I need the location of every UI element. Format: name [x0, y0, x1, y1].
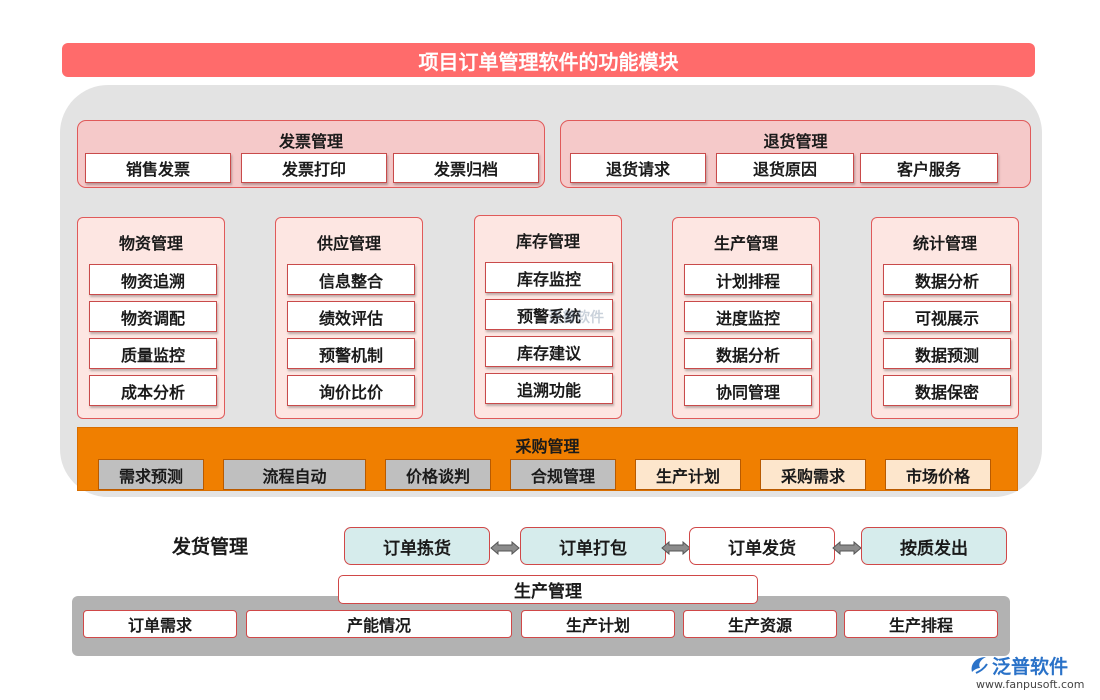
column-item: 库存建议: [485, 336, 613, 367]
statistics-management-column: 统计管理 数据分析 可视展示 数据预测 数据保密: [871, 217, 1019, 419]
column-title: 物资管理: [118, 234, 183, 253]
column-title: 库存管理: [515, 232, 580, 251]
logo-url: www.fanpusoft.com: [976, 678, 1085, 691]
purchase-item: 流程自动: [223, 459, 366, 490]
brand-logo: 泛普软件 www.fanpusoft.com: [966, 652, 1096, 694]
band-title: 采购管理: [515, 437, 580, 456]
purchase-management-band: 采购管理 需求预测 流程自动 价格谈判 合规管理 生产计划 采购需求 市场价格: [77, 427, 1018, 491]
page-title: 项目订单管理软件的功能模块: [62, 43, 1035, 77]
production-item: 生产排程: [844, 610, 998, 638]
double-arrow-icon: [832, 541, 862, 555]
column-item: 进度监控: [684, 301, 812, 332]
returns-item: 退货原因: [716, 153, 854, 183]
column-item: 数据分析: [883, 264, 1011, 295]
column-item: 数据预测: [883, 338, 1011, 369]
purchase-item: 采购需求: [760, 459, 866, 490]
returns-item: 客户服务: [860, 153, 998, 183]
production-item: 生产资源: [683, 610, 837, 638]
shipping-step: 按质发出: [861, 527, 1007, 565]
column-item: 预警机制: [287, 338, 415, 369]
returns-item: 退货请求: [570, 153, 706, 183]
watermark-text: 泛普软件: [548, 310, 604, 326]
supply-management-column: 供应管理 信息整合 绩效评估 预警机制 询价比价: [275, 217, 423, 419]
shipping-title: 发货管理: [171, 535, 248, 558]
inventory-management-column: 库存管理 库存监控 预警系统 库存建议 追溯功能: [474, 215, 622, 419]
column-title: 统计管理: [912, 234, 977, 253]
group-title: 发票管理: [278, 132, 343, 151]
fanpu-logo-icon: [971, 657, 988, 674]
column-item: 预警系统: [485, 299, 613, 330]
production-management-column: 生产管理 计划排程 进度监控 数据分析 协同管理: [672, 217, 820, 419]
purchase-item: 价格谈判: [385, 459, 491, 490]
invoice-management-group: 发票管理 销售发票 发票打印 发票归档: [77, 120, 545, 188]
invoice-item: 销售发票: [85, 153, 231, 183]
column-item: 物资追溯: [89, 264, 217, 295]
production-item: 产能情况: [246, 610, 512, 638]
double-arrow-icon: [490, 541, 520, 555]
column-item: 物资调配: [89, 301, 217, 332]
column-item: 质量监控: [89, 338, 217, 369]
column-item: 库存监控: [485, 262, 613, 293]
production-item: 生产计划: [521, 610, 675, 638]
column-item: 协同管理: [684, 375, 812, 406]
column-item: 数据分析: [684, 338, 812, 369]
column-item: 成本分析: [89, 375, 217, 406]
purchase-item: 合规管理: [510, 459, 616, 490]
materials-management-column: 物资管理 物资追溯 物资调配 质量监控 成本分析: [77, 217, 225, 419]
double-arrow-icon: [661, 541, 691, 555]
column-item: 询价比价: [287, 375, 415, 406]
column-item: 计划排程: [684, 264, 812, 295]
shipping-step: 订单拣货: [344, 527, 490, 565]
production-title: 生产管理: [338, 575, 758, 604]
shipping-step: 订单打包: [520, 527, 666, 565]
shipping-step: 订单发货: [689, 527, 835, 565]
column-item: 可视展示: [883, 301, 1011, 332]
column-item: 数据保密: [883, 375, 1011, 406]
column-title: 生产管理: [713, 234, 778, 253]
group-title: 退货管理: [763, 132, 828, 151]
column-title: 供应管理: [316, 234, 381, 253]
invoice-item: 发票打印: [241, 153, 387, 183]
watermark-logo: 泛普软件: [548, 300, 648, 334]
purchase-item: 生产计划: [635, 459, 741, 490]
purchase-item: 需求预测: [98, 459, 204, 490]
column-item: 绩效评估: [287, 301, 415, 332]
invoice-item: 发票归档: [393, 153, 539, 183]
purchase-item: 市场价格: [885, 459, 991, 490]
logo-name: 泛普软件: [992, 656, 1069, 678]
production-item: 订单需求: [83, 610, 237, 638]
column-item: 追溯功能: [485, 373, 613, 404]
column-item: 信息整合: [287, 264, 415, 295]
returns-management-group: 退货管理 退货请求 退货原因 客户服务: [560, 120, 1031, 188]
